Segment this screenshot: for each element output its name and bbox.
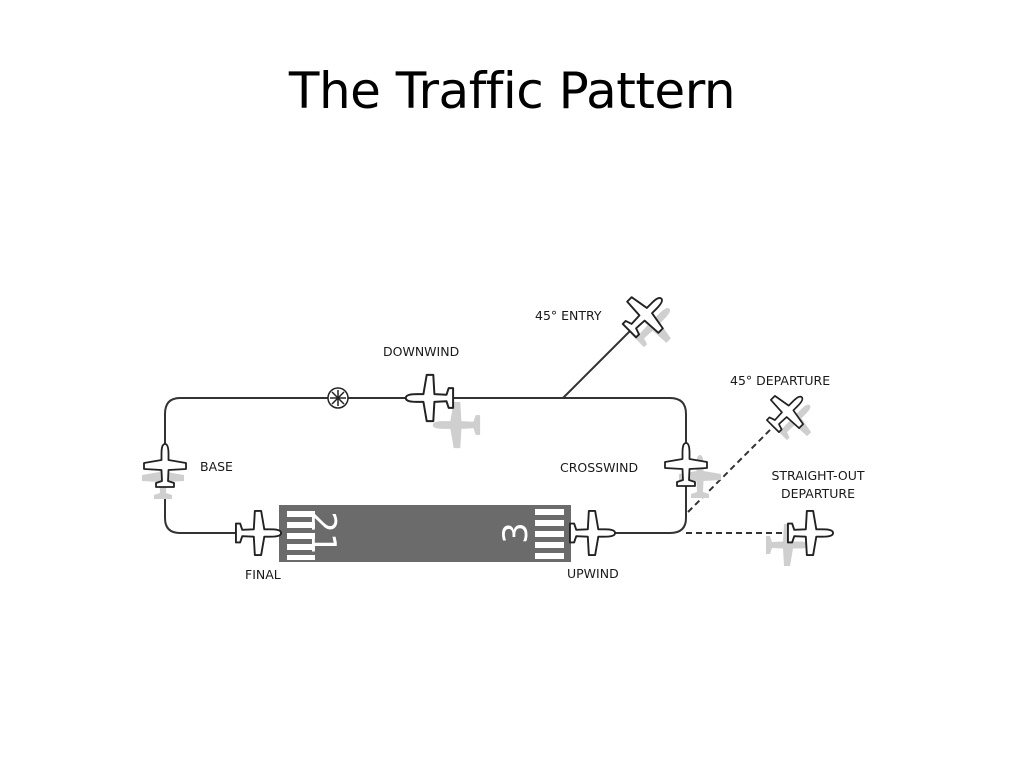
label-departure-45: 45° DEPARTURE [730,373,830,388]
runway-surface [279,505,571,562]
runway: 21 3 [279,505,571,562]
label-downwind: DOWNWIND [383,344,459,359]
plane-downwind-icon [404,373,455,423]
runway-number-3: 3 [496,522,536,544]
threshold-markings-left [287,511,315,560]
plane-upwind-icon [569,510,617,556]
entry-45-line [562,327,634,399]
compass-marker-icon [327,387,349,409]
label-entry-45: 45° ENTRY [535,308,602,323]
label-final: FINAL [245,567,281,582]
slide-title: The Traffic Pattern [288,62,736,120]
runway-number-21: 21 [303,511,343,554]
threshold-markings-right [535,509,564,559]
label-straight-out-line2: DEPARTURE [781,486,855,501]
label-upwind: UPWIND [567,566,619,581]
label-base: BASE [200,459,233,474]
label-crosswind: CROSSWIND [560,460,638,475]
label-straight-out-line1: STRAIGHT-OUT [771,468,864,483]
plane-final-icon [235,510,283,556]
pattern-circuit [164,397,687,534]
